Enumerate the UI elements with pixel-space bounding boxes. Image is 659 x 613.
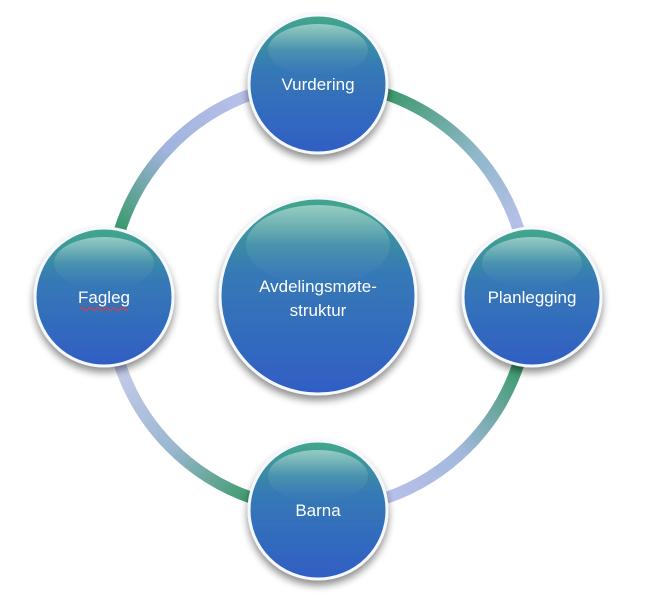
node-fagleg [33,226,175,368]
node-label-fagleg: Fagleg [78,288,130,307]
connector-arc-top-left [114,88,258,236]
node-label-barna: Barna [295,501,341,520]
node-label-vurdering: Vurdering [281,75,354,94]
connector-arc-bottom-left [114,359,258,504]
spellcheck-underline [79,306,129,312]
center-label-line1: Avdelingsmøte- [259,277,377,296]
connector-ring [114,88,524,504]
node-barna [247,439,389,581]
center-label-line2: struktur [290,301,347,320]
node-planlegging [461,226,603,368]
connector-arc-bottom-right [380,359,524,504]
node-label-planlegging: Planlegging [488,288,577,307]
node-vurdering [247,13,389,155]
connector-arc-top-right [380,88,524,234]
center-node [218,196,418,396]
